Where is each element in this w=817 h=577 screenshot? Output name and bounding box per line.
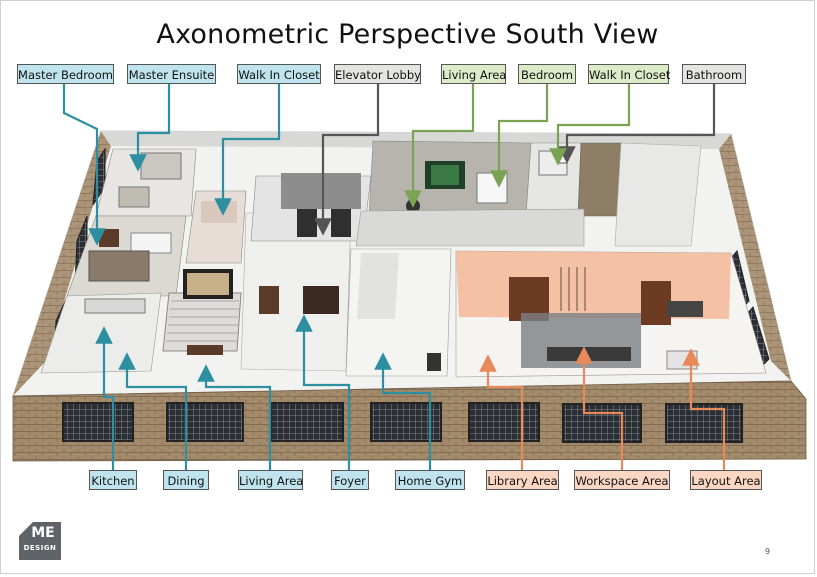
label-home-gym: Home Gym xyxy=(395,470,465,490)
label-master-ensuite: Master Ensuite xyxy=(127,64,216,84)
east-brick-wall xyxy=(719,134,791,381)
label-master-bedroom: Master Bedroom xyxy=(17,64,114,84)
logo-text-design: DESIGN xyxy=(23,544,57,552)
west-brick-wall xyxy=(13,131,111,396)
label-dining: Dining xyxy=(163,470,209,490)
label-library-area: Library Area xyxy=(486,470,559,490)
arrows-gray-top xyxy=(314,83,716,236)
south-windows xyxy=(62,402,743,443)
stair xyxy=(162,292,242,352)
label-kitchen: Kitchen xyxy=(89,470,137,490)
logo-corner-shape xyxy=(19,522,33,536)
label-bedroom: Bedroom xyxy=(518,64,576,84)
label-foyer: Foyer xyxy=(331,470,369,490)
label-living-area-bottom: Living Area xyxy=(238,470,303,490)
arrows-green-top xyxy=(404,83,631,208)
label-living-area-top: Living Area xyxy=(441,64,506,84)
arrows-orange-bottom xyxy=(479,346,726,471)
page-title: Axonometric Perspective South View xyxy=(156,19,659,50)
page-number: 9 xyxy=(765,547,771,556)
arrows-teal-bottom xyxy=(95,314,432,471)
label-elevator-lobby: Elevator Lobby xyxy=(334,64,421,84)
bathroom-room xyxy=(577,142,622,217)
arrows-teal-top xyxy=(62,83,281,246)
me-design-logo: ME DESIGN xyxy=(19,522,61,560)
label-workspace-area: Workspace Area xyxy=(574,470,670,490)
label-layout-area: Layout Area xyxy=(690,470,762,490)
logo-text-me: ME xyxy=(31,525,55,541)
label-bathroom: Bathroom xyxy=(682,64,746,84)
label-walk-in-closet: Walk In Closet xyxy=(237,64,321,84)
label-walk-in-closet-2: Walk In Closet xyxy=(588,64,670,84)
